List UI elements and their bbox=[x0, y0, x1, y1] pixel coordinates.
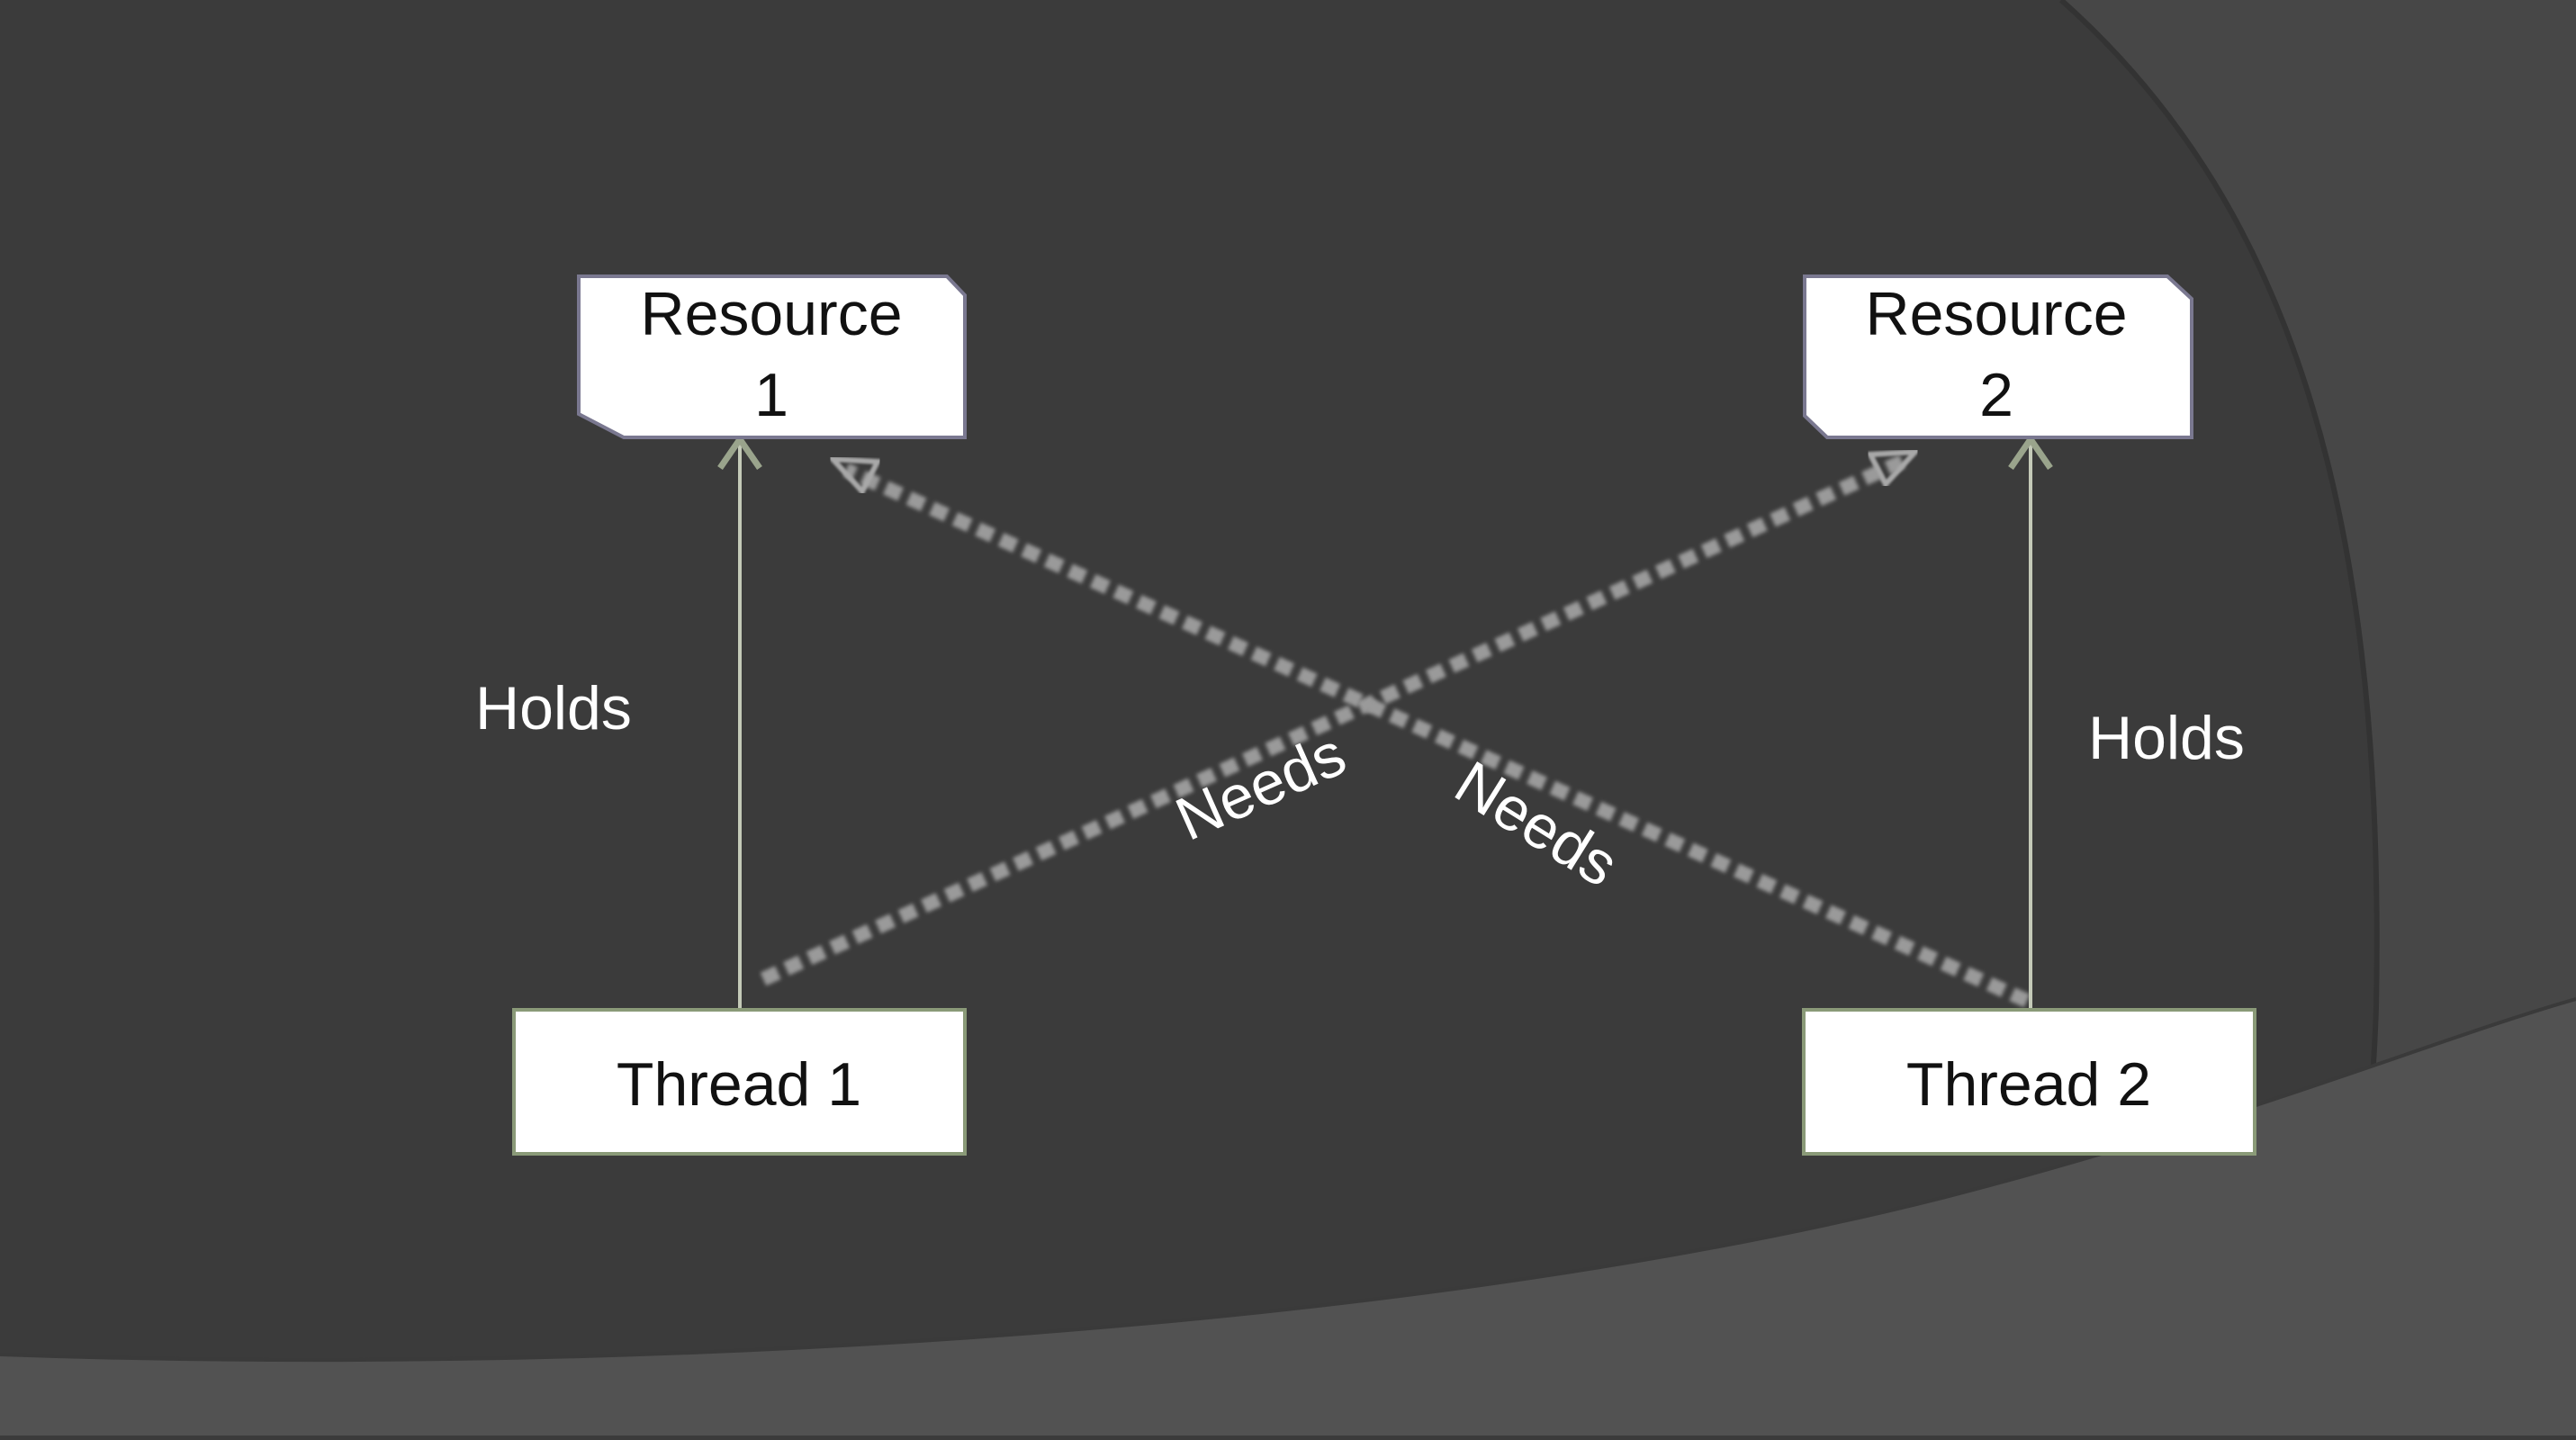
needs-label-left: Needs bbox=[1166, 719, 1355, 853]
resource-1-label-line2: 1 bbox=[754, 361, 788, 429]
thread-2-node: Thread 2 bbox=[1802, 1008, 2256, 1156]
resource-2-node: Resource 2 bbox=[1803, 274, 2193, 439]
resource-2-label-line1: Resource bbox=[1865, 280, 2127, 348]
needs-label-right: Needs bbox=[1444, 748, 1630, 900]
holds-label-right: Holds bbox=[2088, 704, 2245, 772]
resource-2-label-line2: 2 bbox=[1979, 361, 2013, 429]
thread-1-label: Thread 1 bbox=[617, 1050, 861, 1119]
resource-1-label-line1: Resource bbox=[640, 280, 902, 348]
thread-2-label: Thread 2 bbox=[1906, 1050, 2151, 1119]
holds-label-left: Holds bbox=[475, 674, 632, 742]
holds-arrow-thread1-to-resource1 bbox=[717, 433, 762, 1008]
background-bottom-band bbox=[0, 999, 2576, 1436]
holds-arrow-thread2-to-resource2 bbox=[2008, 433, 2053, 1008]
thread-1-node: Thread 1 bbox=[512, 1008, 967, 1156]
background-bottom-edge bbox=[0, 997, 2576, 1363]
needs-arrow-thread2-to-resource1 bbox=[825, 455, 2031, 1008]
resource-1-node: Resource 1 bbox=[577, 274, 967, 439]
needs-arrow-thread1-to-resource2 bbox=[760, 448, 1923, 986]
